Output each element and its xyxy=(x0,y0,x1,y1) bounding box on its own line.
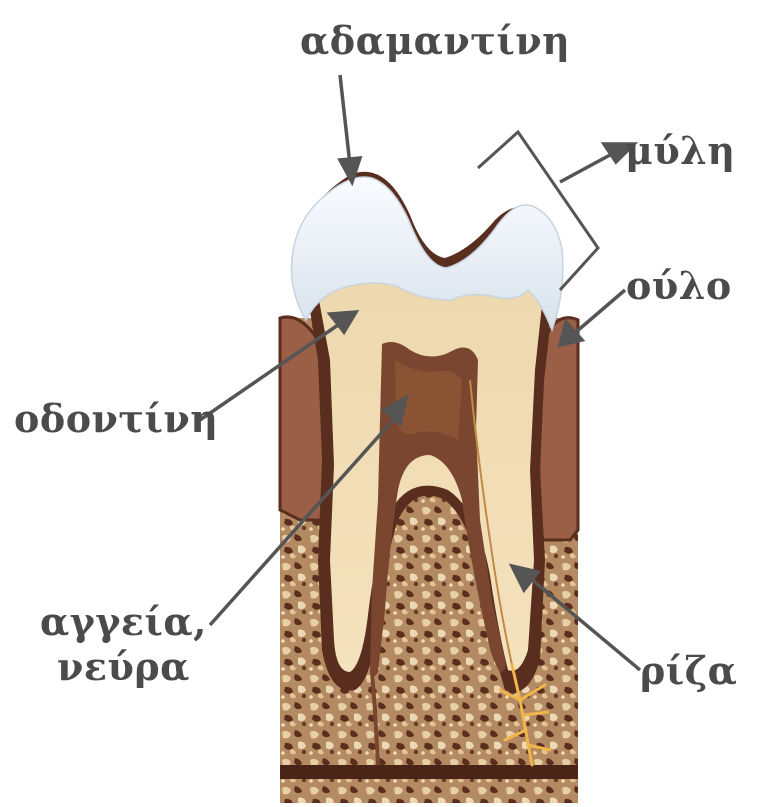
crown-arrow xyxy=(560,155,610,182)
label-vessels-line2: νεύρα xyxy=(40,645,207,690)
label-vessels-line1: αγγεία, xyxy=(40,600,207,645)
gum-arrow xyxy=(576,290,625,332)
label-gum: ούλο xyxy=(626,265,732,307)
bone-bottom xyxy=(280,779,578,803)
label-root: ρίζα xyxy=(640,650,737,692)
label-vessels-nerves: αγγεία, νεύρα xyxy=(40,600,207,690)
enamel-arrow xyxy=(340,75,350,165)
label-dentin: οδοντίνη xyxy=(14,398,218,440)
label-crown: μύλη xyxy=(625,130,735,172)
bone-base-line xyxy=(280,765,578,779)
label-enamel: αδαμαντίνη xyxy=(300,20,570,62)
